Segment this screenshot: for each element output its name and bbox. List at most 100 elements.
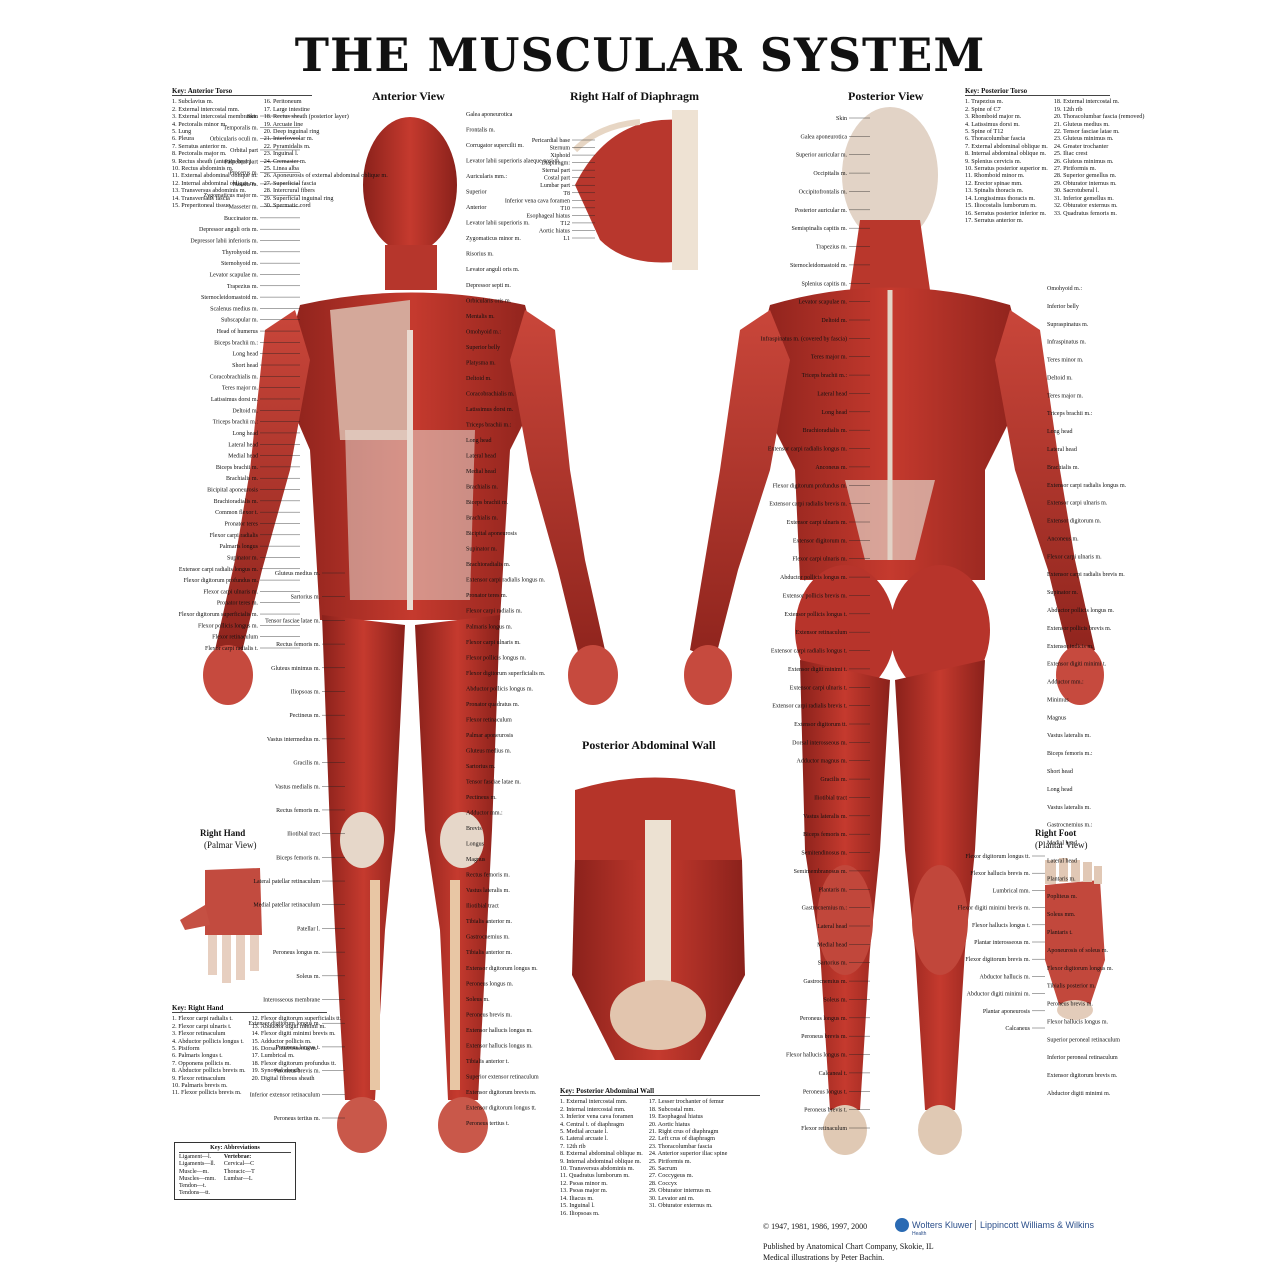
anatomy-label: Triceps brachii m.: [213,420,259,426]
anatomy-label: Flexor digiti minimi brevis m. [958,906,1031,912]
anatomy-label: Scalenus medius m. [210,306,258,312]
anatomy-label: Latissimus dorsi m. [466,407,514,413]
anatomy-label: Extensor carpi radialis longus m. [768,447,848,453]
anatomy-label: Palmaris longus [220,544,259,550]
anatomy-label: Superior extensor retinaculum [466,1074,539,1080]
anatomy-label: Inferior belly [1047,303,1079,310]
anatomy-label: Extensor digitorum brevis m. [1047,1073,1118,1079]
key-item: 14. Iliacus m. [560,1194,594,1202]
key-item: 6. Palmaris longus t. [172,1052,223,1060]
anatomy-label: Extensor carpi ulnaris t. [790,685,848,691]
anatomy-label: Extensor digitorum brevis m. [466,1090,537,1096]
anterior-figure [203,117,618,1153]
anatomy-label: Gastrocnemius m.: [1047,823,1093,829]
anatomy-label: Magnus [466,857,486,863]
anatomy-label: Flexor digitorum profundus m. [184,577,259,584]
anatomy-label: Brachialis m. [1047,465,1079,471]
anterior-abdomen-sheath [345,430,475,600]
anatomy-label: Gluteus medius m. [275,571,321,577]
anatomy-label: Anconeus m. [1047,536,1079,542]
posterior-figure [684,107,1104,1155]
anatomy-label: Biceps femoris m. [276,854,320,861]
anatomy-label: Extensor digiti minimi t. [788,667,847,673]
hand-thumb [180,905,210,930]
anatomy-label: Abductor digiti minimi m. [967,992,1031,998]
anatomy-label: Levator anguli oris m. [466,267,520,273]
key-item: 32. Obturator externus m. [1053,202,1118,210]
key-item: 25. Iliac crest [1053,150,1088,158]
anatomy-label: Flexor digitorum superficialis m. [466,670,546,677]
anatomy-label: Medial head [817,942,847,948]
key-item: 15. Inguinal l. [560,1202,595,1210]
key-item: 3. Rhomboid major m. [965,113,1022,121]
foot-toe [1083,862,1092,882]
anatomy-label: Extensor digitorum longus m. [466,966,538,972]
anatomy-label: Peroneus brevis m. [801,1034,847,1040]
anatomy-label: Longus [466,842,485,848]
key-item: 28. Superior gemellus m. [1053,172,1117,180]
anatomy-label: Vastus lateralis m. [466,888,510,894]
anatomy-label: Triceps brachii m.: [1047,411,1093,417]
anatomy-label: Deltoid m. [1047,375,1073,381]
key-item: 19. Synovial sheath [251,1067,301,1075]
anatomy-label: Flexor retinaculum [466,717,512,723]
anatomy-label: Flexor carpi radialis t. [205,646,258,652]
anatomy-label: Gastrocnemius m.: [802,906,848,912]
anatomy-label: Flexor digitorum profundus m. [773,482,848,489]
anatomy-label: Abductor pollicis longus m. [466,686,533,692]
anatomy-label: Adductor mm.: [466,811,503,817]
key-item: 6. Pleura [172,135,194,143]
key-column: 1. Flexor carpi radialis t.2. Flexor car… [172,1015,246,1096]
key-item: 7. Opponens pollicis m. [172,1059,231,1067]
key-item: 19. 12th rib [1053,105,1083,113]
key-item: 21. Right crus of diaphragm [648,1128,719,1136]
key-column: 1. External intercostal mm.2. Internal i… [560,1098,643,1217]
vertebrae-heading: Vertebrae: [223,1154,252,1161]
abbreviations-column: Ligament—l.Ligaments—ll.Muscle—m.Muscles… [179,1154,216,1197]
key-item: 9. Rectus sheath (anterior layer) [172,157,252,165]
anatomy-label: Extensor digitorum m. [1047,519,1102,525]
anatomy-label: Mentalis m. [466,314,495,320]
anatomy-label: Palmaris longus m. [466,624,513,630]
anatomy-label: Gastrocnemius m. [466,935,510,941]
anatomy-label: Risorius m. [466,252,494,258]
anterior-head [363,117,457,253]
anatomy-label: Long head [233,352,259,358]
anatomy-label: Semitendinosus m. [801,851,847,857]
key-item: 18. External intercostal m. [1053,98,1120,106]
key-item: 9. Internal abdominal oblique m. [560,1157,642,1165]
key-item: 22. Left crus of diaphragm [648,1135,715,1143]
key-item: 10. Serratus posterior superior m. [965,165,1048,173]
anatomy-label: Sternum [550,146,571,152]
key-item: 29. Obturator internus m. [648,1187,712,1195]
anatomy-label: Flexor hallucis longus m. [786,1053,847,1059]
key-item: 11. Flexor pollicis brevis m. [172,1089,242,1097]
key-item: 23. Gluteus minimus m. [1053,135,1114,143]
key-item: 4. Latissimus dorsi m. [965,120,1020,128]
anatomy-label: Peroneus brevis m. [466,1012,512,1018]
anatomy-label: Extensor digitorum longus m. [248,1021,320,1027]
key-item: 33. Quadratus femoris m. [1053,209,1117,217]
anatomy-label: Zygomaticus minor m. [466,236,521,242]
key-item: 12. Flexor digitorum superficialis tt. [251,1015,342,1023]
anterior-shin-right [450,880,460,1090]
key-item: 19. Esophageal hiatus [648,1113,703,1121]
anatomy-label: Minimus [1047,697,1069,703]
anatomy-label: Omohyoid m.: [466,329,501,335]
posterior-gluteus-right [890,565,990,695]
key-item: 20. Thoracolumbar fascia (removed) [1053,113,1145,121]
key-item: 13. Psoas major m. [560,1187,608,1195]
anatomy-label: Vastus lateralis m. [1047,733,1091,739]
key-item: 12. Erector spinae mm. [965,179,1023,187]
anatomy-label: Palpebral part [225,159,259,165]
anatomy-label: Orbicularis oculi m. [210,137,259,143]
key-item: 12. Psoas minor m. [560,1179,608,1187]
anatomy-label: Superior [466,190,487,196]
anatomy-label: Gracilis m. [293,761,320,767]
abdominal-pelvis [610,980,706,1050]
anatomy-label: Peroneus longus m. [273,950,321,956]
anatomy-label: Infraspinatus m. [1047,339,1086,346]
anterior-hand-left [203,645,253,705]
foot-title: Right Foot [1035,828,1077,838]
